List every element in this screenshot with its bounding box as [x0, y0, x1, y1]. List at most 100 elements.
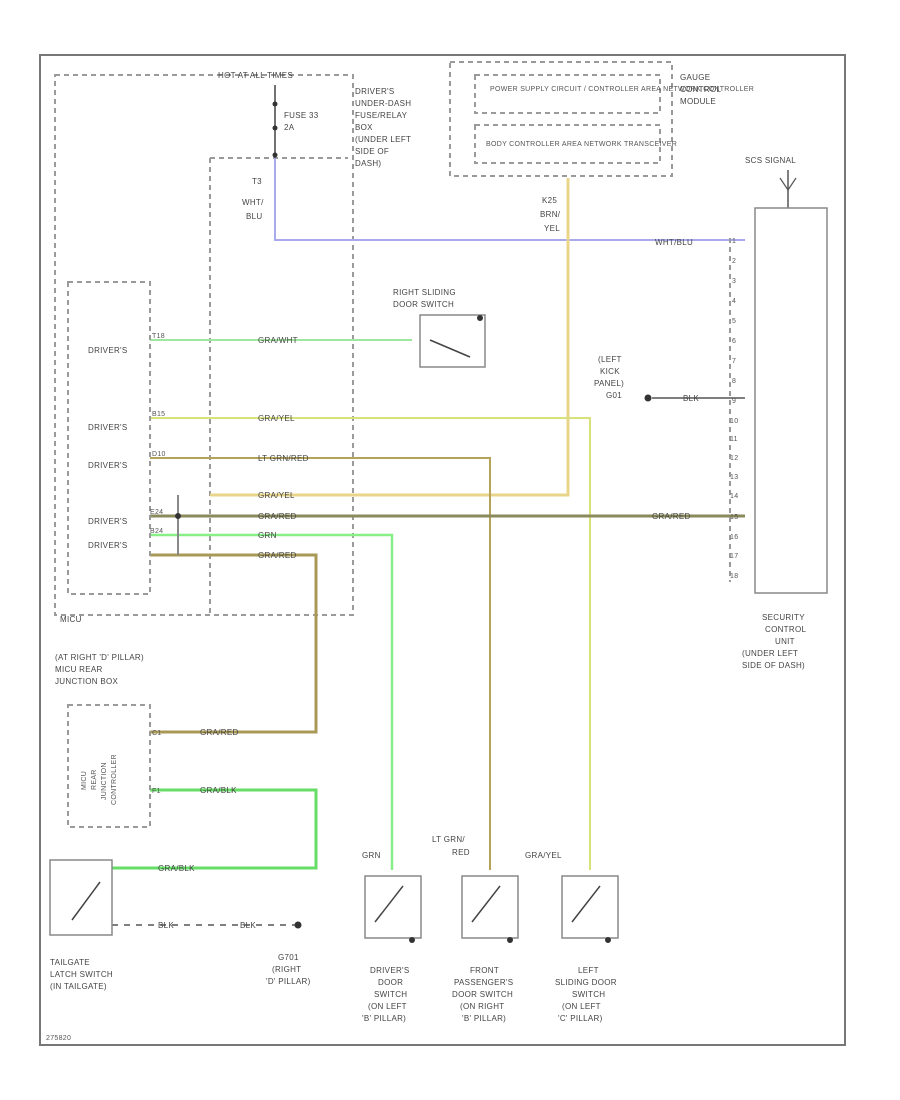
junction-inner-label: MICU REAR JUNCTION CONTROLLER: [81, 754, 118, 805]
svg-text:9: 9: [732, 398, 736, 405]
svg-text:6: 6: [732, 338, 736, 345]
micu-driver-label-5: DRIVER'S: [88, 541, 128, 550]
svg-text:17: 17: [730, 553, 738, 560]
svg-text:UNIT: UNIT: [775, 637, 795, 646]
wire-grn: [150, 533, 394, 870]
svg-text:E24: E24: [150, 509, 163, 516]
svg-text:'C' PILLAR): 'C' PILLAR): [558, 1014, 603, 1023]
svg-text:G01: G01: [606, 391, 622, 400]
svg-text:BLK: BLK: [240, 921, 256, 930]
svg-text:11: 11: [730, 436, 738, 443]
micu-driver-label-4: DRIVER'S: [88, 517, 128, 526]
svg-text:(ON RIGHT: (ON RIGHT: [460, 1002, 504, 1011]
scs-signal-label: SCS SIGNAL: [745, 156, 796, 165]
svg-text:UNDER-DASH: UNDER-DASH: [355, 99, 411, 108]
svg-text:'B' PILLAR): 'B' PILLAR): [362, 1014, 406, 1023]
svg-text:GRA/BLK: GRA/BLK: [158, 864, 195, 873]
svg-text:BRN/: BRN/: [540, 210, 561, 219]
svg-text:DOOR SWITCH: DOOR SWITCH: [452, 990, 513, 999]
door-switch-left-sliding: GRA/YEL LEFT SLIDING DOOR SWITCH (ON LEF…: [525, 851, 619, 1023]
svg-text:PASSENGER'S: PASSENGER'S: [454, 978, 513, 987]
svg-text:K25: K25: [542, 196, 557, 205]
svg-text:JUNCTION BOX: JUNCTION BOX: [55, 677, 119, 686]
wire-brn-yel: [210, 178, 570, 497]
svg-text:(RIGHT: (RIGHT: [272, 965, 301, 974]
wire-gra-red-junction: [150, 553, 318, 734]
svg-text:GRA/RED: GRA/RED: [200, 728, 239, 737]
wire-wht-blu: [274, 158, 745, 241]
right-sliding-door-switch: [419, 314, 486, 368]
svg-text:JUNCTION: JUNCTION: [101, 762, 108, 800]
svg-text:(ON LEFT: (ON LEFT: [562, 1002, 601, 1011]
svg-text:GRA/YEL: GRA/YEL: [258, 414, 295, 423]
door-switch-driver: GRN DRIVER'S DOOR SWITCH (ON LEFT 'B' PI…: [362, 851, 422, 1023]
svg-text:1: 1: [732, 238, 736, 245]
svg-text:SLIDING DOOR: SLIDING DOOR: [555, 978, 617, 987]
security-control-unit: [754, 207, 828, 594]
svg-text:BLK: BLK: [158, 921, 174, 930]
svg-text:16: 16: [730, 534, 738, 541]
fuse-label: FUSE 33 2A: [284, 111, 319, 132]
ground-icon: [294, 921, 302, 929]
svg-text:(UNDER LEFT: (UNDER LEFT: [355, 135, 411, 144]
svg-text:(IN TAILGATE): (IN TAILGATE): [50, 982, 107, 991]
svg-text:12: 12: [730, 455, 738, 462]
svg-text:CONTROLLER: CONTROLLER: [111, 754, 118, 805]
security-control-unit-label: SECURITY CONTROL UNIT (UNDER LEFT SIDE O…: [742, 613, 806, 670]
micu-region-outline: [54, 74, 354, 616]
svg-text:DOOR SWITCH: DOOR SWITCH: [393, 300, 454, 309]
svg-text:7: 7: [732, 358, 736, 365]
svg-text:T3: T3: [252, 177, 262, 186]
door-switch-front-passenger: LT GRN/ RED FRONT PASSENGER'S DOOR SWITC…: [432, 835, 519, 1023]
gauge-control-module-label: GAUGE CONTROL MODULE: [680, 73, 721, 106]
fuse-box-label: DRIVER'S UNDER-DASH FUSE/RELAY BOX (UNDE…: [355, 87, 411, 168]
svg-text:14: 14: [730, 493, 738, 500]
svg-text:FUSE/RELAY: FUSE/RELAY: [355, 111, 408, 120]
svg-text:B24: B24: [150, 528, 163, 535]
svg-text:GAUGE: GAUGE: [680, 73, 710, 82]
svg-text:10: 10: [730, 418, 738, 425]
micu-rear-junction-box: [67, 704, 151, 828]
micu-driver-label-2: DRIVER'S: [88, 423, 128, 432]
k25-wire-label: K25 BRN/ YEL: [540, 196, 561, 233]
tailgate-latch-switch: [49, 859, 113, 936]
micu-title: MICU: [60, 615, 82, 624]
body-controller-area-label: BODY CONTROLLER AREA NETWORK TRANSCEIVER: [486, 141, 677, 148]
svg-text:DRIVER'S: DRIVER'S: [370, 966, 410, 975]
svg-text:LT GRN/RED: LT GRN/RED: [258, 454, 309, 463]
svg-text:BLK: BLK: [683, 394, 699, 403]
junction-box-title: (AT RIGHT 'D' PILLAR) MICU REAR JUNCTION…: [55, 653, 144, 686]
wht-blu-label: WHT/BLU: [655, 238, 693, 247]
svg-text:18: 18: [730, 573, 738, 580]
svg-text:(AT RIGHT 'D' PILLAR): (AT RIGHT 'D' PILLAR): [55, 653, 144, 662]
svg-text:DRIVER'S: DRIVER'S: [355, 87, 395, 96]
svg-text:'D' PILLAR): 'D' PILLAR): [266, 977, 311, 986]
svg-text:CONTROL: CONTROL: [765, 625, 806, 634]
svg-text:MICU REAR: MICU REAR: [55, 665, 103, 674]
svg-text:GRN: GRN: [258, 531, 277, 540]
t3-wire-label: T3 WHT/ BLU: [242, 177, 264, 221]
svg-text:MODULE: MODULE: [680, 97, 716, 106]
svg-text:WHT/: WHT/: [242, 198, 264, 207]
svg-text:GRA/RED: GRA/RED: [258, 512, 297, 521]
svg-text:TAILGATE: TAILGATE: [50, 958, 90, 967]
svg-text:DASH): DASH): [355, 159, 381, 168]
wire-gra-yel-left-sliding: [150, 417, 591, 870]
junction-pin-c1: C1: [152, 730, 162, 737]
svg-text:D10: D10: [152, 451, 166, 458]
svg-text:SWITCH: SWITCH: [374, 990, 407, 999]
micu-box: [67, 281, 151, 595]
svg-text:BOX: BOX: [355, 123, 373, 132]
svg-text:RED: RED: [452, 848, 470, 857]
diagram-code: 275820: [46, 1035, 71, 1042]
svg-text:SWITCH: SWITCH: [572, 990, 605, 999]
hot-at-all-times-label: HOT AT ALL TIMES: [218, 71, 293, 80]
svg-text:G701: G701: [278, 953, 299, 962]
diagram-frame: [39, 54, 846, 1046]
svg-text:FUSE 33: FUSE 33: [284, 111, 319, 120]
svg-text:(ON LEFT: (ON LEFT: [368, 1002, 407, 1011]
svg-text:SIDE OF: SIDE OF: [355, 147, 389, 156]
kick-panel-ground-label: (LEFT KICK PANEL) G01: [594, 355, 624, 400]
svg-text:BLU: BLU: [246, 212, 262, 221]
svg-text:FRONT: FRONT: [470, 966, 499, 975]
